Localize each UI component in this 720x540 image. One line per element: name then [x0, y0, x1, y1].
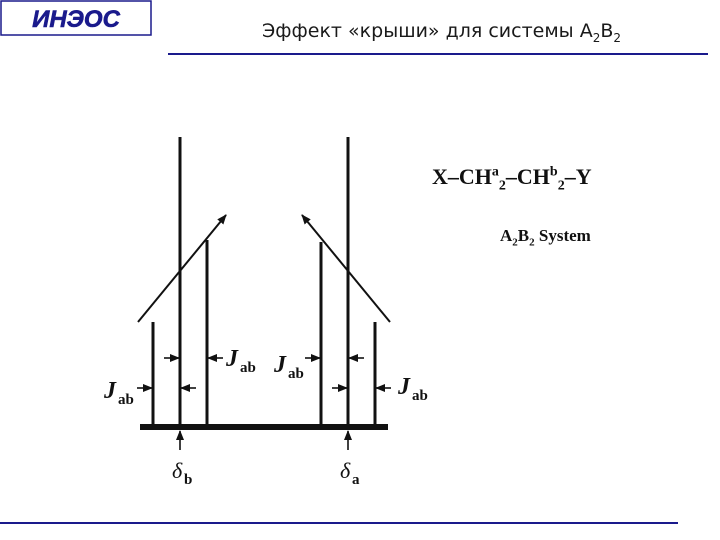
svg-text:ab: ab [240, 360, 256, 376]
svg-text:J: J [273, 352, 287, 378]
inoes-logo: ИНЭОС [0, 0, 152, 36]
svg-text:J: J [225, 346, 239, 372]
svg-text:δ: δ [172, 458, 183, 483]
structural-formula: X–CHa2–CHb2–Y [432, 164, 592, 194]
svg-text:δ: δ [340, 458, 351, 483]
svg-text:J: J [397, 374, 411, 400]
page-title: Эффект «крыши» для системы A2B2 [262, 20, 622, 45]
svg-text:ab: ab [288, 366, 304, 382]
top-rule [168, 53, 708, 55]
j-label-right-inner: J ab [273, 352, 304, 382]
svg-text:ab: ab [118, 392, 134, 408]
j-label-left-inner: J ab [225, 346, 256, 376]
roof-arrow-right [301, 214, 391, 323]
delta-b-label: δ b [172, 458, 192, 488]
svg-text:ab: ab [412, 388, 428, 404]
bottom-rule [0, 522, 678, 524]
baseline [140, 424, 388, 430]
logo-text: ИНЭОС [32, 6, 121, 33]
roof-effect-diagram: J ab J ab J ab J ab δ b δ a [103, 137, 428, 488]
system-label: A2B2 System [500, 226, 591, 249]
svg-text:J: J [103, 378, 117, 404]
svg-text:b: b [184, 472, 192, 488]
svg-text:a: a [352, 472, 360, 488]
j-label-left-outer: J ab [103, 378, 134, 408]
delta-a-label: δ a [340, 458, 360, 488]
roof-arrow-left [137, 214, 227, 323]
j-label-right-outer: J ab [397, 374, 428, 404]
